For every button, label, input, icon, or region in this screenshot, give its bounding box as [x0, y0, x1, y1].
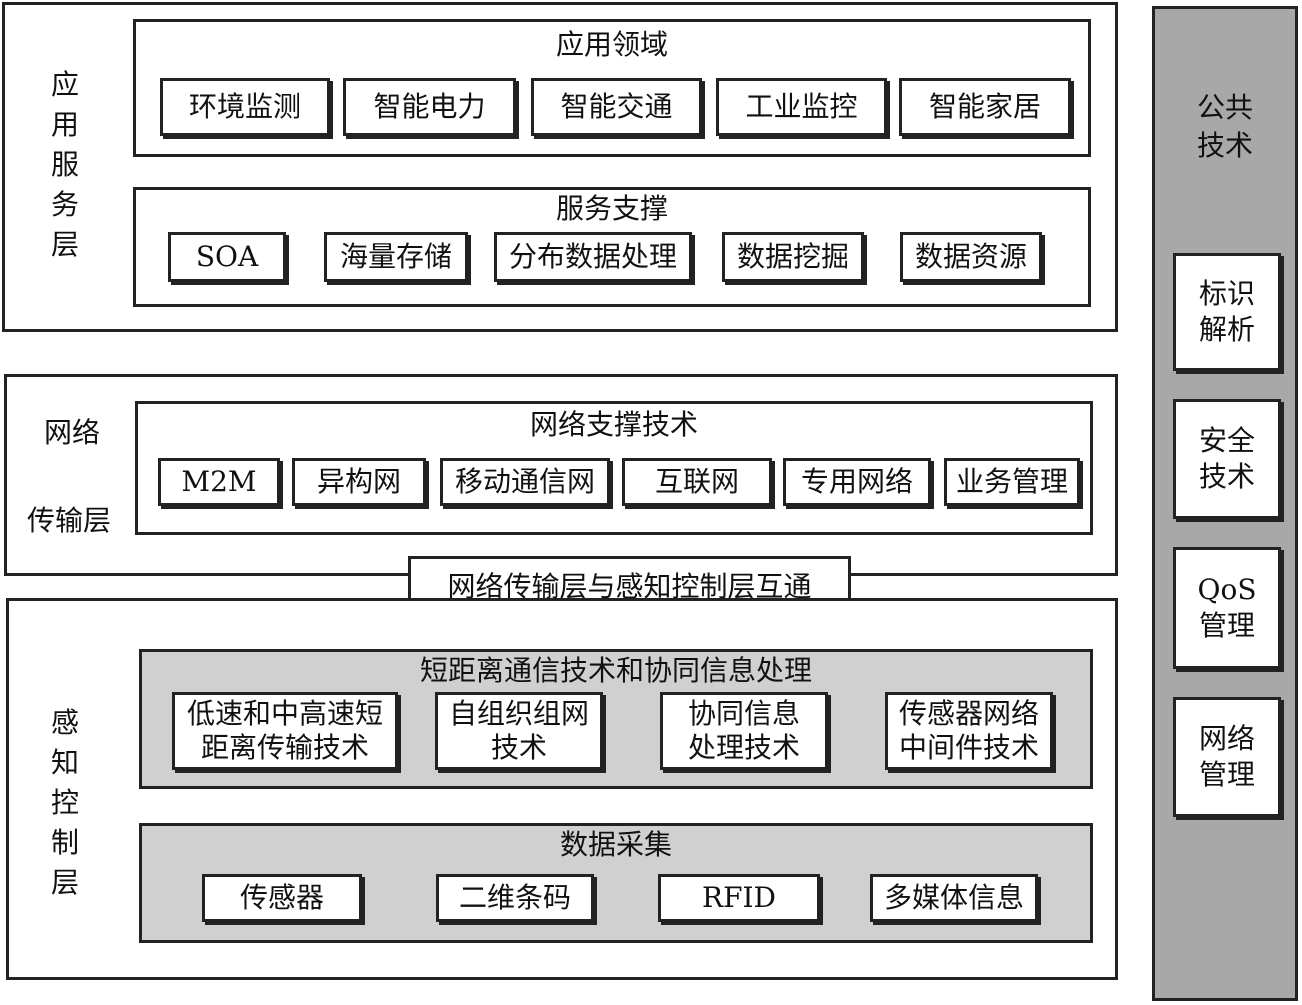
- common-item-network-management: 网络 管理: [1173, 697, 1281, 817]
- perception-control-layer: 感 知 控 制 层 短距离通信技术和协同信息处理 低速和中高速短 距离传输技术 …: [6, 598, 1118, 980]
- perception-control-layer-label: 感 知 控 制 层: [50, 706, 79, 899]
- network-transport-layer-label-line1: 网络: [43, 416, 100, 449]
- net-item-business: 业务管理: [944, 458, 1080, 506]
- common-item-security: 安全 技术: [1173, 399, 1281, 519]
- application-service-layer-label: 应 用 服 务 层: [50, 68, 79, 261]
- short-range-item-middleware: 传感器网络 中间件技术: [885, 692, 1053, 770]
- service-support-group: 服务支撑 SOA 海量存储 分布数据处理 数据挖掘 数据资源: [133, 187, 1091, 307]
- application-service-layer: 应 用 服 务 层 应用领域 环境监测 智能电力 智能交通 工业监控 智能家居 …: [2, 2, 1118, 332]
- support-item-resources: 数据资源: [900, 232, 1042, 282]
- support-item-soa: SOA: [168, 232, 286, 282]
- common-technology-title: 公共 技术: [1196, 91, 1253, 162]
- data-collection-title: 数据采集: [559, 828, 672, 861]
- collection-item-qrcode: 二维条码: [436, 874, 594, 922]
- common-item-qos: QoS 管理: [1173, 547, 1281, 669]
- net-item-mobile: 移动通信网: [440, 458, 610, 506]
- net-item-internet: 互联网: [622, 458, 772, 506]
- application-domain-title: 应用领域: [555, 28, 668, 61]
- collection-item-sensor: 传感器: [202, 874, 362, 922]
- application-domain-group: 应用领域 环境监测 智能电力 智能交通 工业监控 智能家居: [133, 19, 1091, 157]
- support-item-storage: 海量存储: [324, 232, 468, 282]
- short-range-item-transmission: 低速和中高速短 距离传输技术: [172, 692, 398, 770]
- common-technology-column: 公共 技术 标识 解析 安全 技术 QoS 管理 网络 管理: [1152, 6, 1298, 1001]
- short-range-item-ad-hoc: 自组织组网 技术: [435, 692, 603, 770]
- net-item-private: 专用网络: [783, 458, 931, 506]
- collection-item-multimedia: 多媒体信息: [870, 874, 1038, 922]
- service-support-title: 服务支撑: [555, 192, 668, 225]
- domain-item-home: 智能家居: [899, 78, 1071, 136]
- net-item-m2m: M2M: [158, 458, 280, 506]
- domain-item-environment: 环境监测: [160, 78, 330, 136]
- support-item-mining: 数据挖掘: [722, 232, 864, 282]
- support-item-distributed: 分布数据处理: [494, 232, 692, 282]
- network-support-group: 网络支撑技术 M2M 异构网 移动通信网 互联网 专用网络 业务管理: [135, 401, 1093, 535]
- collection-item-rfid: RFID: [658, 874, 820, 922]
- short-range-group: 短距离通信技术和协同信息处理 低速和中高速短 距离传输技术 自组织组网 技术 协…: [139, 649, 1093, 789]
- short-range-title: 短距离通信技术和协同信息处理: [419, 654, 812, 687]
- domain-item-traffic: 智能交通: [531, 78, 702, 136]
- net-item-heterogeneous: 异构网: [292, 458, 426, 506]
- domain-item-industry: 工业监控: [716, 78, 887, 136]
- network-support-title: 网络支撑技术: [529, 408, 698, 441]
- domain-item-power: 智能电力: [343, 78, 516, 136]
- data-collection-group: 数据采集 传感器 二维条码 RFID 多媒体信息: [139, 823, 1093, 943]
- network-transport-layer-label-line2: 传输层: [26, 504, 111, 537]
- network-transport-layer: 网络 传输层 网络支撑技术 M2M 异构网 移动通信网 互联网 专用网络 业务管…: [4, 374, 1118, 576]
- common-item-identifier: 标识 解析: [1173, 253, 1281, 371]
- short-range-item-cooperative: 协同信息 处理技术: [660, 692, 828, 770]
